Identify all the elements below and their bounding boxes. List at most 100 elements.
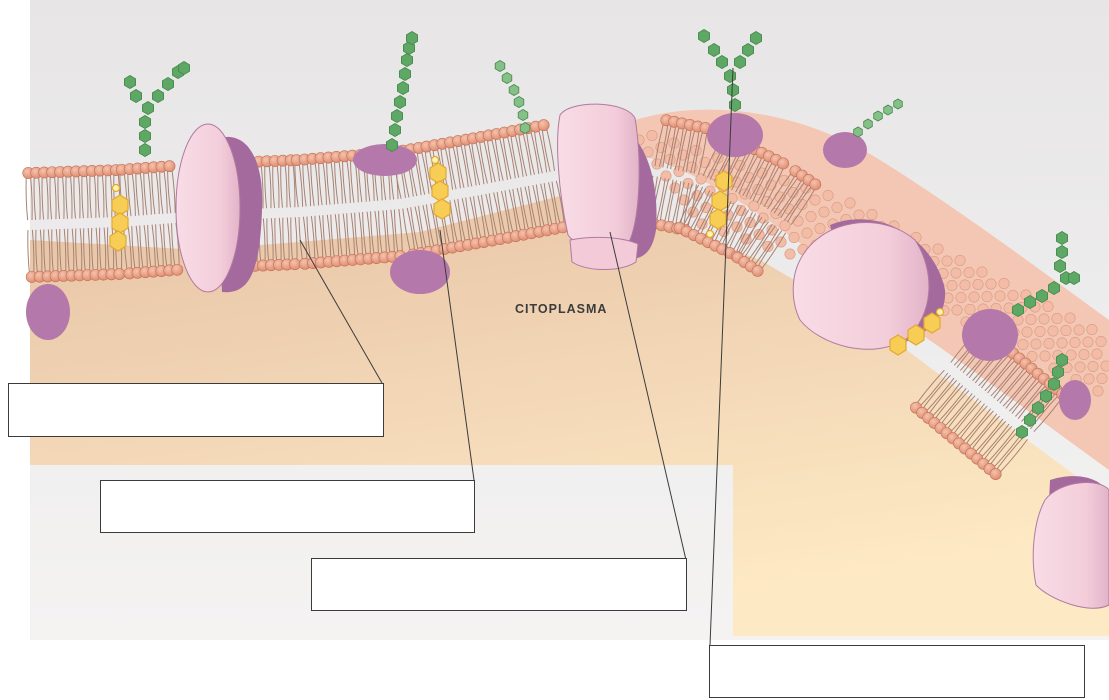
label-box-3[interactable] [311,558,687,611]
rear-phospholipid-head [1093,386,1103,396]
rear-phospholipid-head [1079,349,1089,359]
sugar-unit-icon [1012,304,1023,317]
sugar-unit-icon [1032,402,1043,415]
sugar-unit-icon [1016,426,1027,439]
rear-phospholipid-head [785,249,795,259]
sugar-unit-icon [1052,366,1063,379]
rear-phospholipid-head [986,279,996,289]
rear-phospholipid-head [1083,337,1093,347]
rear-phospholipid-head [956,292,966,302]
label-box-2[interactable] [100,480,475,533]
rear-phospholipid-head [845,198,855,208]
sugar-unit-icon [1056,246,1067,259]
rear-phospholipid-head [952,305,962,315]
sugar-unit-icon [401,54,412,67]
rear-phospholipid-head [823,190,833,200]
sugar-unit-icon [708,44,719,57]
rear-phospholipid-head [661,171,671,181]
rear-phospholipid-head [1026,314,1036,324]
rear-phospholipid-head [802,228,812,238]
phospholipid-head [164,161,175,172]
peripheral-protein-top-4 [962,309,1018,361]
label-box-4[interactable] [709,645,1085,698]
rear-phospholipid-head [982,291,992,301]
sugar-unit-icon [514,97,524,108]
rear-phospholipid-head [1031,339,1041,349]
sugar-unit-icon [854,127,863,137]
rear-phospholipid-head [1084,374,1094,384]
rear-phospholipid-head [867,209,877,219]
sugar-unit-icon [139,130,150,143]
sugar-unit-icon [1036,290,1047,303]
rear-phospholipid-head [933,244,943,254]
rear-phospholipid-head [1043,301,1053,311]
sugar-unit-icon [397,82,408,95]
sugar-unit-icon [520,123,530,134]
phospholipid-head [538,120,549,131]
sugar-unit-icon [1024,414,1035,427]
sugar-unit-icon [1024,296,1035,309]
rear-phospholipid-head [1092,349,1102,359]
sugar-unit-icon [124,76,135,89]
rear-phospholipid-head [1074,325,1084,335]
sugar-unit-icon [139,144,150,157]
sugar-unit-icon [874,111,883,121]
rear-phospholipid-head [1022,327,1032,337]
rear-phospholipid-head [1008,290,1018,300]
rear-phospholipid-head [1097,373,1107,383]
sugar-unit-icon [406,32,417,45]
sugar-unit-icon [1040,390,1051,403]
sugar-unit-icon [152,90,163,103]
sugar-unit-icon [502,73,512,84]
rear-phospholipid-head [969,292,979,302]
sugar-unit-icon [1048,378,1059,391]
rear-phospholipid-head [1101,361,1109,371]
sugar-unit-icon [1054,260,1065,273]
phospholipid-head [172,264,183,275]
sugar-unit-icon [142,102,153,115]
rear-phospholipid-head [758,213,768,223]
sugar-unit-icon [1056,232,1067,245]
rear-phospholipid-head [854,210,864,220]
peripheral-protein-top-3 [823,132,867,168]
rear-phospholipid-head [1039,314,1049,324]
sugar-unit-icon [391,110,402,123]
lipid-tail [26,177,28,220]
rear-phospholipid-head [965,304,975,314]
sugar-unit-icon [724,70,735,83]
cytoplasm-label: CITOPLASMA [515,302,607,316]
sugar-unit-icon [178,62,189,75]
rear-phospholipid-head [1018,339,1028,349]
rear-phospholipid-head [1087,324,1097,334]
sugar-unit-icon [495,61,505,72]
phospholipid-head [990,468,1001,479]
sugar-unit-icon [162,78,173,91]
rear-phospholipid-head [1070,337,1080,347]
rear-phospholipid-head [819,207,829,217]
sugar-unit-icon [727,84,738,97]
rear-phospholipid-head [1052,313,1062,323]
rear-phospholipid-head [955,255,965,265]
rear-phospholipid-head [647,130,657,140]
rear-phospholipid-head [1044,338,1054,348]
sugar-unit-icon [389,124,400,137]
rear-phospholipid-head [1040,351,1050,361]
sugar-unit-icon [509,85,519,96]
sugar-unit-icon [1048,282,1059,295]
rear-phospholipid-head [951,268,961,278]
rear-phospholipid-head [960,280,970,290]
rear-phospholipid-head [1035,326,1045,336]
integral-protein-1 [176,124,262,292]
rear-phospholipid-head [832,202,842,212]
sugar-unit-icon [394,96,405,109]
rear-phospholipid-head [1057,338,1067,348]
rear-phospholipid-head [1096,336,1106,346]
label-box-1[interactable] [8,383,384,437]
rear-phospholipid-head [1061,325,1071,335]
sugar-unit-icon [518,110,528,121]
peripheral-protein-top-2 [707,113,763,157]
rear-phospholipid-head [973,279,983,289]
rear-phospholipid-head [806,211,816,221]
sugar-unit-icon [894,99,903,109]
